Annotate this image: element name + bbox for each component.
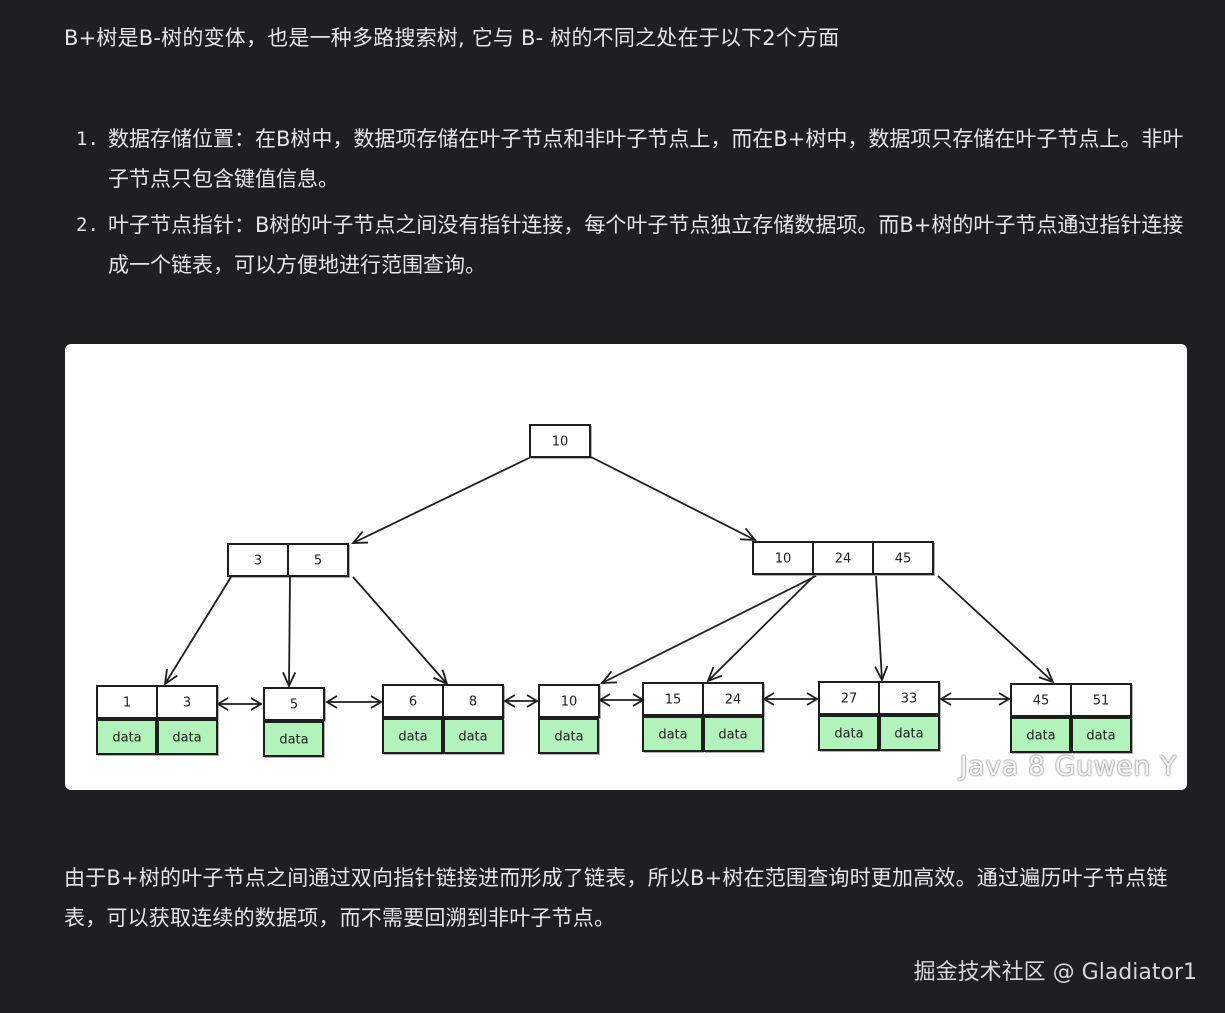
internal-key-label: 3 (254, 554, 262, 569)
leaf-data-cell (1010, 717, 1071, 753)
leaf-link-arrow-head-left (939, 692, 952, 706)
root-key-cell (529, 424, 591, 458)
leaf-data-cell (443, 718, 504, 754)
image-watermark: Java 8 Guwen Y (959, 751, 1177, 782)
internal-key-label: 24 (835, 552, 852, 567)
tree-edge-arrow-head (739, 527, 757, 541)
leaf-data-label: data (834, 727, 863, 742)
internal-key-cell (227, 543, 289, 577)
outro-paragraph: 由于B+树的叶子节点之间通过双向指针链接进而形成了链表，所以B+树在范围查询时更… (64, 866, 1168, 930)
leaf-key-label: 5 (290, 698, 298, 713)
tree-edge-arrow-head (600, 670, 618, 684)
tree-edge-arrow-head (1038, 667, 1055, 684)
internal-key-label: 10 (775, 552, 792, 567)
leaf-key-label: 27 (841, 692, 858, 707)
leaf-link-arrow-head-left (216, 697, 229, 711)
leaf-data-label: data (718, 728, 747, 743)
tree-svg: 10 3 5 10 24 45 1 3 data data 5 data 6 8 data data 10 dat… (96, 424, 1133, 758)
internal-key-cell (812, 541, 874, 575)
leaf-link-arrow-head-right (370, 695, 383, 709)
tree-edge-arrow (707, 575, 815, 682)
leaf-data-cell (96, 719, 157, 755)
leaf-data-label: data (1026, 729, 1055, 744)
list-text: 数据存储位置：在B树中，数据项存储在叶子节点和非叶子节点上，而在B+树中，数据项… (108, 127, 1184, 191)
leaf-data-cell (879, 715, 940, 751)
leaf-data-cell (703, 716, 764, 752)
leaf-key-cell (878, 681, 940, 715)
leaf-key-cell (156, 685, 218, 719)
internal-key-label: 45 (895, 552, 912, 567)
tree-edge-arrow (875, 575, 883, 681)
leaf-key-cell (1070, 683, 1132, 717)
leaf-link-arrow-head-left (598, 693, 611, 707)
tree-edge-arrow (352, 576, 448, 685)
tree-edge-arrow (164, 576, 232, 685)
leaf-data-cell (382, 718, 443, 754)
leaf-data-cell (818, 715, 879, 751)
leaf-data-cell (263, 721, 324, 757)
tree-edge-arrow (937, 575, 1054, 683)
leaf-data-cell (538, 718, 599, 754)
list-text: 叶子节点指针：B树的叶子节点之间没有指针连接，每个叶子节点独立存储数据项。而B+… (108, 213, 1184, 277)
list-number: 2. (76, 214, 99, 236)
intro-paragraph: B+树是B-树的变体，也是一种多路搜索树, 它与 B- 树的不同之处在于以下2个… (64, 26, 840, 50)
tree-edge-arrow-head (351, 530, 369, 544)
difference-list: 1. 数据存储位置：在B树中，数据项存储在叶子节点和非叶子节点上，而在B+树中，… (64, 119, 1194, 291)
tree-edge-arrow-head (163, 669, 178, 686)
footer-watermark: 掘金技术社区 @ Gladiator1 (913, 960, 1197, 985)
list-number: 1. (76, 128, 99, 150)
leaf-key-label: 3 (183, 696, 191, 711)
tree-edge-arrow (601, 575, 817, 684)
leaf-key-cell (263, 687, 325, 721)
leaf-key-label: 6 (409, 695, 417, 710)
leaf-key-label: 51 (1093, 694, 1110, 709)
tree-edge-arrow-head (874, 665, 889, 683)
leaf-data-label: data (112, 731, 141, 746)
leaf-key-cell (442, 684, 504, 718)
leaf-link-arrow-head-left (503, 694, 516, 708)
internal-key-cell (287, 543, 349, 577)
leaf-key-cell (538, 684, 600, 718)
leaf-key-label: 45 (1033, 694, 1050, 709)
leaf-link-arrow-head-left (762, 692, 775, 706)
leaf-data-label: data (458, 730, 487, 745)
leaf-data-cell (1071, 717, 1132, 753)
leaf-key-label: 33 (901, 692, 918, 707)
leaf-key-label: 1 (123, 696, 131, 711)
leaf-key-cell (1010, 683, 1072, 717)
bplus-tree-diagram: 10 3 5 10 24 45 1 3 data data 5 data 6 8 data data 10 dat… (65, 344, 1187, 790)
leaf-key-label: 24 (725, 693, 742, 708)
list-item: 2. 叶子节点指针：B树的叶子节点之间没有指针连接，每个叶子节点独立存储数据项。… (64, 205, 1194, 285)
list-item: 1. 数据存储位置：在B树中，数据项存储在叶子节点和非叶子节点上，而在B+树中，… (64, 119, 1194, 199)
leaf-data-label: data (658, 728, 687, 743)
leaf-link-arrow-head-right (250, 697, 263, 711)
tree-edge-arrow-head (282, 671, 297, 689)
leaf-link-arrow-head-right (806, 692, 819, 706)
leaf-data-label: data (279, 733, 308, 748)
leaf-link-arrow-head-right (526, 694, 539, 708)
leaf-key-label: 15 (665, 693, 682, 708)
tree-edge-arrow (288, 576, 291, 687)
root-key-label: 10 (552, 435, 569, 450)
leaf-key-label: 10 (561, 695, 578, 710)
tree-edge-arrow (352, 456, 532, 544)
leaf-data-label: data (172, 731, 201, 746)
leaf-link-arrow-head-right (632, 693, 645, 707)
leaf-data-label: data (1086, 729, 1115, 744)
tree-edge-arrow (590, 456, 756, 541)
internal-key-label: 5 (314, 554, 322, 569)
leaf-data-label: data (894, 727, 923, 742)
leaf-key-label: 8 (469, 695, 477, 710)
tree-edge-arrow-head (432, 669, 449, 686)
leaf-data-cell (157, 719, 218, 755)
leaf-data-cell (642, 716, 703, 752)
leaf-key-cell (382, 684, 444, 718)
internal-key-cell (872, 541, 934, 575)
leaf-link-arrow-head-right (998, 692, 1011, 706)
tree-edge-arrow-head (706, 666, 723, 683)
leaf-data-label: data (398, 730, 427, 745)
leaf-data-label: data (554, 730, 583, 745)
leaf-link-arrow-head-left (325, 695, 338, 709)
